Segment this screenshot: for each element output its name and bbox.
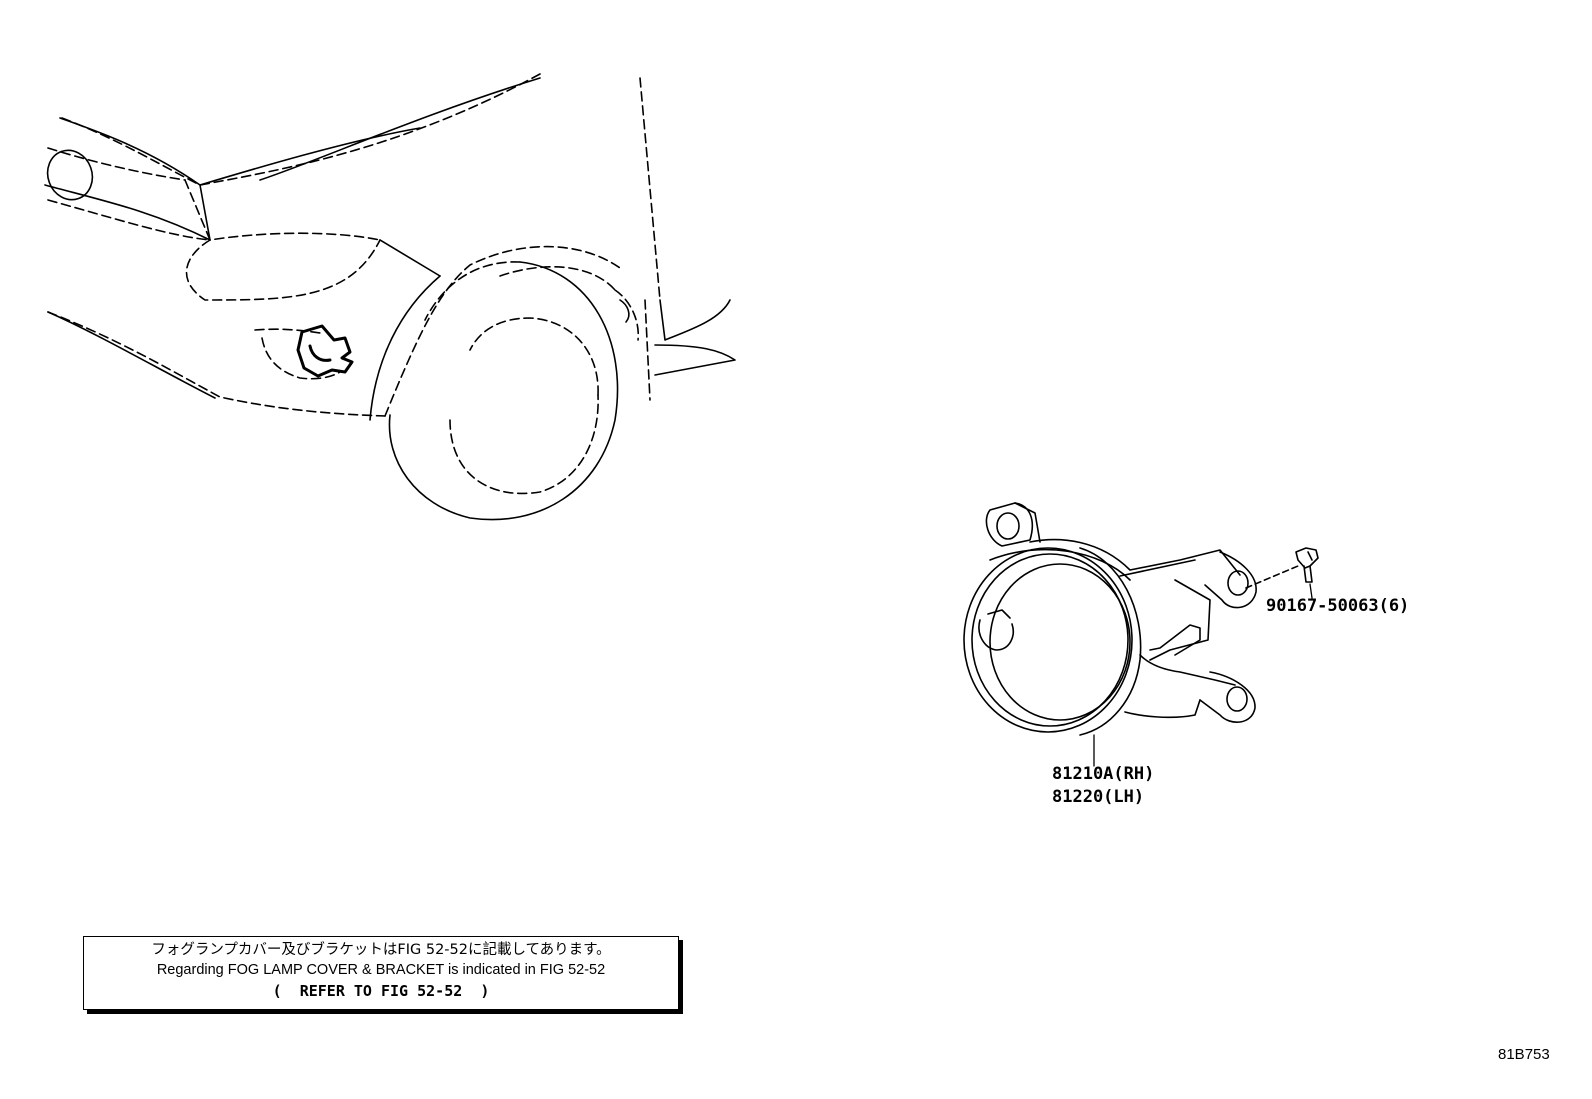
figure-id: 81B753 (1498, 1046, 1550, 1063)
bolt-part (1245, 547, 1319, 599)
reference-note-box: フォグランプカバー及びブラケットはFIG 52-52に記載してあります。 Reg… (83, 936, 679, 1010)
front-wheel (388, 261, 640, 521)
fog-lamp-location-mark (296, 324, 354, 378)
note-refer-link[interactable]: ( REFER TO FIG 52-52 ) (272, 982, 490, 1000)
fog-lamp-lh-part-number: 81220(LH) (1052, 787, 1145, 807)
fog-lamp-rh-part-number: 81210A(RH) (1052, 764, 1155, 784)
note-english: Regarding FOG LAMP COVER & BRACKET is in… (156, 962, 606, 978)
fog-lamp-assembly (963, 502, 1257, 767)
vehicle-body-lines (44, 77, 736, 421)
bolt-part-number: 90167-50063(6) (1266, 596, 1410, 616)
vehicle-front-corner (47, 73, 661, 417)
note-japanese: フォグランプカバー及びブラケットはFIG 52-52に記載してあります。 (151, 942, 611, 958)
